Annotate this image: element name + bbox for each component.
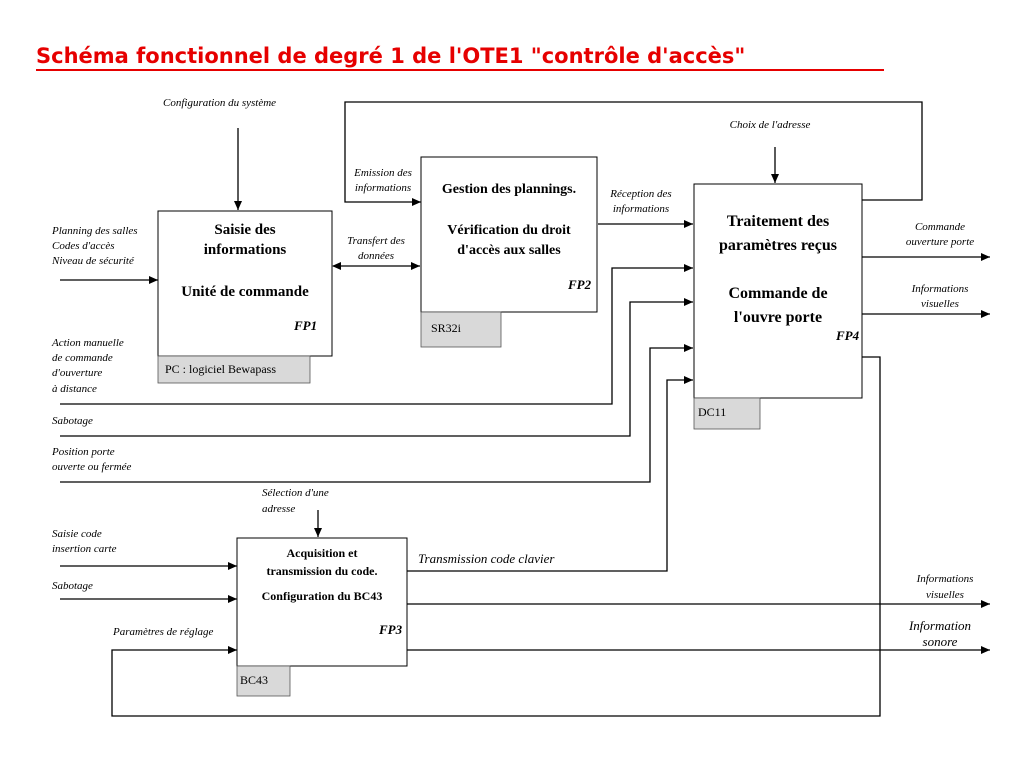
block-line: paramètres reçus [719, 237, 837, 254]
label-info-sonore: Information [908, 618, 971, 633]
block-code: FP4 [835, 328, 860, 343]
block-line: Commande de [728, 285, 827, 302]
label-saisie-code: insertion carte [52, 543, 117, 555]
support-label: PC : logiciel Bewapass [165, 362, 276, 376]
block-fp1: PC : logiciel Bewapass Saisie des inform… [157, 210, 333, 384]
support-tag [693, 397, 761, 430]
block-line: Unité de commande [181, 284, 309, 300]
position-arrow [60, 344, 693, 483]
label-action-manuelle: à distance [52, 383, 97, 395]
page-title: Schéma fonctionnel de degré 1 de l'OTE1 … [36, 44, 745, 68]
label-planning: Planning des salles [51, 225, 138, 237]
support-tag [157, 355, 311, 384]
label-parametres-reglage: Paramètres de réglage [112, 626, 214, 638]
label-reception: informations [613, 203, 669, 215]
label-selection-adresse: Sélection d'une [262, 487, 329, 499]
label-selection-adresse: adresse [262, 503, 295, 515]
label-choix-adresse: Choix de l'adresse [730, 119, 811, 131]
label-sabotage2: Sabotage [52, 580, 93, 592]
label-emission: Emission des [353, 167, 412, 179]
label-action-manuelle: d'ouverture [52, 367, 102, 379]
block-line: l'ouvre porte [734, 309, 822, 326]
label-config-systeme: Configuration du système [163, 97, 276, 109]
emission-loop [344, 101, 923, 206]
label-emission: informations [355, 182, 411, 194]
action-manuelle-arrow [60, 264, 693, 405]
label-action-manuelle: Action manuelle [51, 337, 124, 349]
parametres-loop [111, 356, 881, 717]
label-infos-visuelles2: visuelles [926, 589, 964, 601]
label-reception: Réception des [609, 188, 671, 200]
label-transmission-code: Transmission code clavier [418, 551, 555, 566]
sabotage-arrow [60, 298, 693, 437]
support-tag [420, 311, 502, 348]
block-fp3: BC43 Acquisition et transmission du code… [236, 537, 408, 697]
transmission-arrow [407, 376, 693, 572]
label-saisie-code: Saisie code [52, 528, 102, 540]
block-fp2: SR32i Gestion des plannings. Vérificatio… [420, 156, 598, 348]
label-sabotage: Sabotage [52, 415, 93, 427]
block-code: FP3 [378, 622, 403, 637]
label-infos-visuelles: Informations [911, 283, 969, 295]
block-line: Vérification du droit [447, 223, 571, 238]
label-infos-visuelles: visuelles [921, 298, 959, 310]
label-infos-visuelles2: Informations [916, 573, 974, 585]
block-code: FP1 [293, 318, 317, 333]
support-label: DC11 [698, 405, 726, 419]
block-line: Acquisition et [286, 546, 357, 560]
support-label: BC43 [240, 673, 268, 687]
label-commande-ouverture: ouverture porte [906, 236, 974, 248]
label-info-sonore: sonore [923, 634, 958, 649]
block-line: d'accès aux salles [457, 243, 561, 258]
block-line: Configuration du BC43 [262, 589, 383, 603]
label-planning: Codes d'accès [52, 240, 115, 252]
block-fp4: DC11 Traitement des paramètres reçus Com… [693, 183, 863, 430]
label-commande-ouverture: Commande [915, 221, 965, 233]
block-line: transmission du code. [266, 564, 377, 578]
label-position-porte: ouverte ou fermée [52, 461, 132, 473]
label-position-porte: Position porte [51, 446, 115, 458]
support-label: SR32i [431, 321, 462, 335]
label-planning: Niveau de sécurité [51, 255, 135, 267]
block-line: informations [204, 242, 287, 258]
block-line: Gestion des plannings. [442, 182, 576, 197]
label-action-manuelle: de commande [52, 352, 113, 364]
block-code: FP2 [567, 277, 592, 292]
support-tag [236, 665, 291, 697]
label-transfert: données [358, 250, 394, 262]
block-line: Traitement des [727, 213, 829, 230]
block-line: Saisie des [214, 222, 275, 238]
label-transfert: Transfert des [347, 235, 405, 247]
